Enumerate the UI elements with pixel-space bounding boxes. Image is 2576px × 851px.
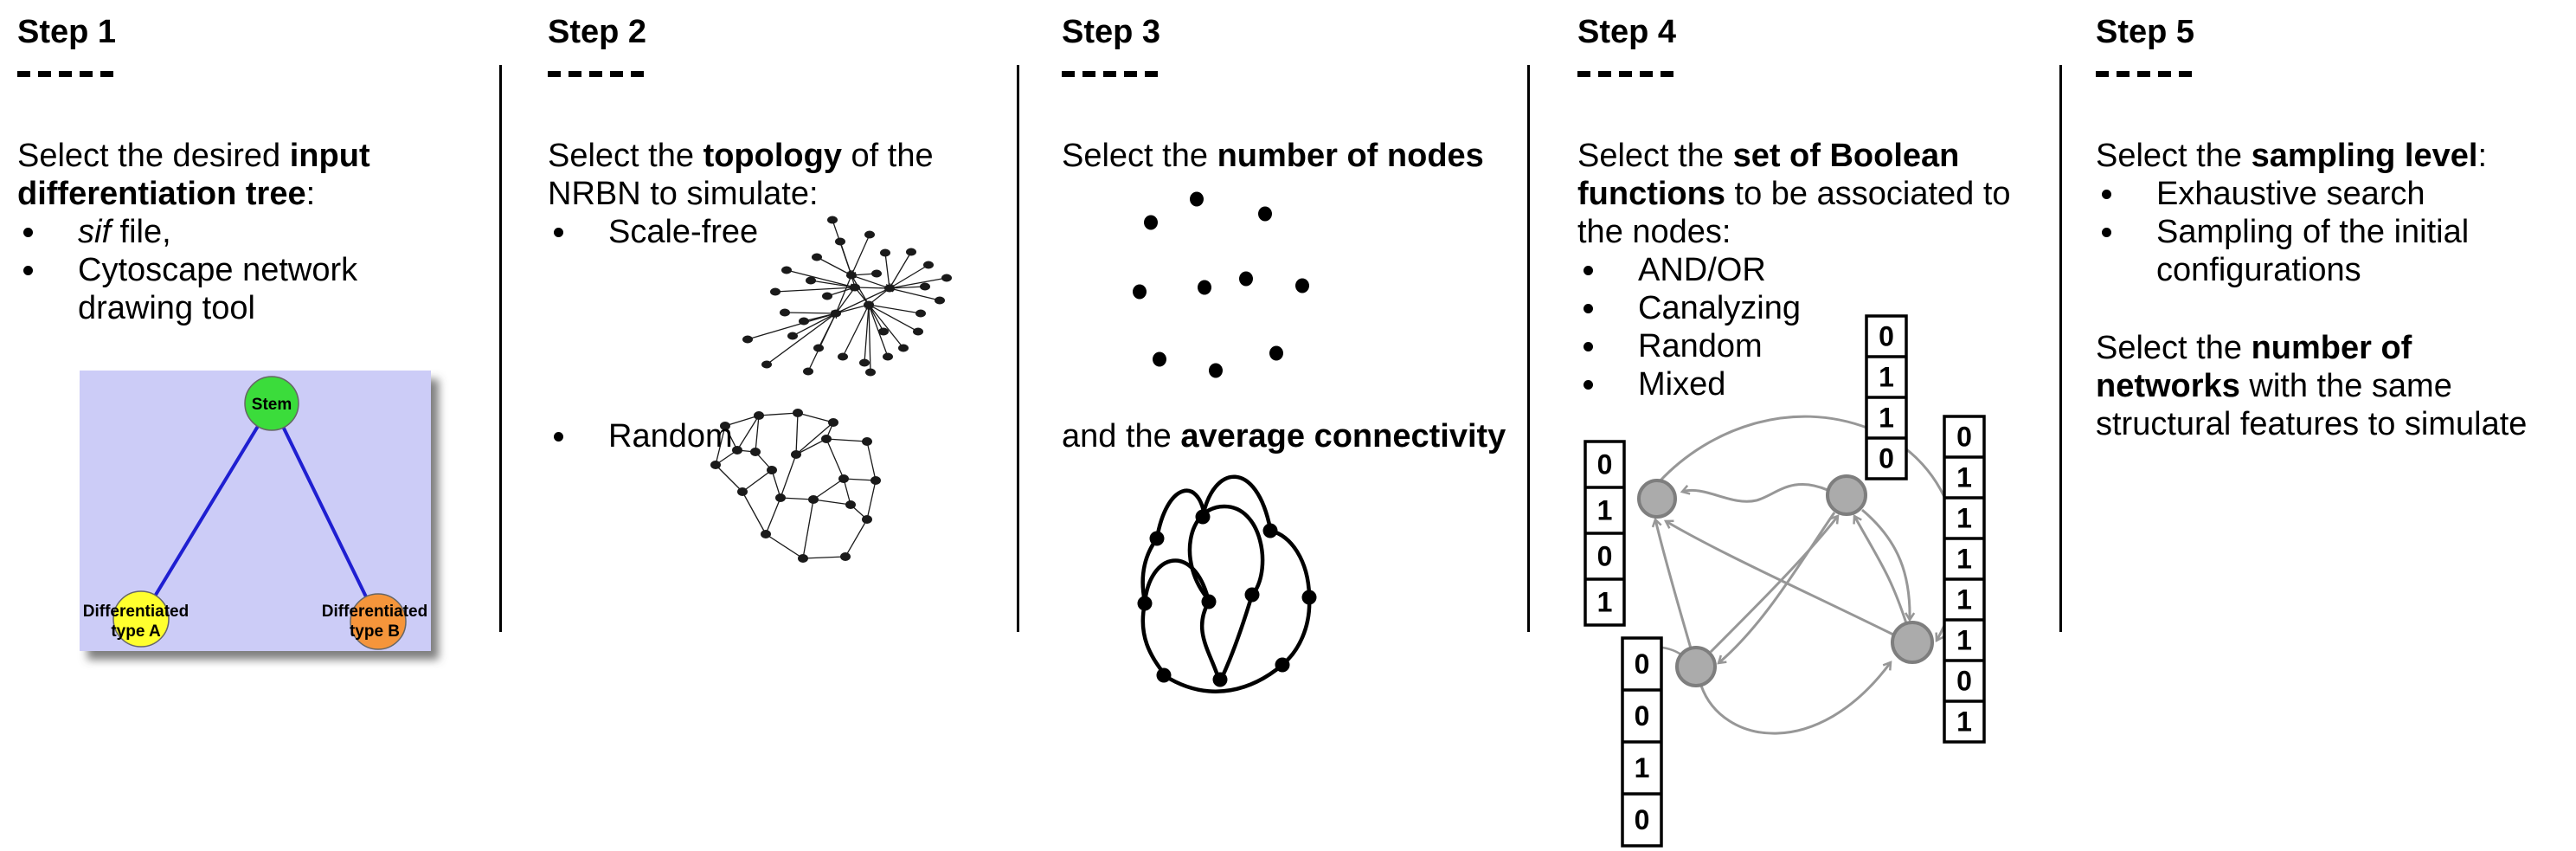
truth-table-cell: 1 xyxy=(1597,587,1613,618)
column-divider-4 xyxy=(2059,65,2062,632)
text-line: drawing tool xyxy=(78,290,255,326)
bullet-item: sif file, xyxy=(17,213,370,251)
step-title: Step 3 xyxy=(1062,14,1161,50)
column-divider-1 xyxy=(499,65,502,632)
truth-table-cell: 1 xyxy=(1956,503,1972,534)
tree-node-label: type B xyxy=(350,622,400,641)
bullet-icon xyxy=(23,266,33,275)
bullet-item: Mixed xyxy=(1577,365,2011,403)
bullet-item: Canalyzing xyxy=(1577,289,2011,327)
bullet-item: AND/OR xyxy=(1577,251,2011,289)
truth-table-cell: 1 xyxy=(1879,362,1894,393)
truth-table-2: 0 1 1 0 xyxy=(1865,314,1908,480)
truth-table-cell: 0 xyxy=(1956,666,1972,697)
text-line: functions to be associated to xyxy=(1577,176,2011,212)
step-title: Step 1 xyxy=(17,14,117,50)
bullet-icon xyxy=(1584,266,1593,275)
boolean-node xyxy=(1891,621,1934,664)
truth-table-cell: 0 xyxy=(1597,541,1613,572)
bullet-icon xyxy=(1584,304,1593,313)
truth-table-cell: 0 xyxy=(1879,321,1894,352)
truth-table-cell: 0 xyxy=(1879,443,1894,474)
bullet-icon xyxy=(554,432,563,442)
text-line: Select the desired input xyxy=(17,138,370,174)
truth-table-cell: 0 xyxy=(1956,422,1972,453)
column-divider-2 xyxy=(1017,65,1019,632)
text-line: Select the number of nodes xyxy=(1062,138,1484,174)
truth-table-cell: 0 xyxy=(1635,700,1650,732)
bullet-item: Sampling of the initial xyxy=(2096,213,2487,251)
truth-table-cell: 0 xyxy=(1635,648,1650,680)
step-title: Step 2 xyxy=(548,14,647,50)
tree-node-label: Stem xyxy=(252,396,292,414)
text-line: Select the set of Boolean xyxy=(1577,138,1960,174)
bullet-icon xyxy=(23,228,33,237)
dashed-line xyxy=(1062,71,1166,77)
truth-table-3: 0 1 1 1 1 1 0 1 xyxy=(1943,415,1986,744)
bullet-icon xyxy=(554,228,563,237)
truth-table-4: 0 0 1 0 xyxy=(1621,636,1663,848)
text-line: configurations xyxy=(2156,252,2361,288)
tree-node-stem xyxy=(244,376,299,431)
bullet-icon xyxy=(1584,342,1593,351)
truth-table-cell: 0 xyxy=(1597,449,1613,480)
nodes-dots-graphic xyxy=(1133,191,1309,378)
scale-free-network-graphic xyxy=(742,216,952,377)
bullet-icon xyxy=(2102,228,2111,237)
bullet-item: Exhaustive search xyxy=(2096,175,2487,213)
text-line: the nodes: xyxy=(1577,214,1731,250)
tree-node-typeB xyxy=(350,593,407,650)
text-line: differentiation tree: xyxy=(17,176,316,212)
truth-table-cell: 1 xyxy=(1956,706,1972,738)
tree-node-label: Differentiated xyxy=(322,603,427,621)
truth-table-1: 0 1 0 1 xyxy=(1584,440,1626,627)
bullet-item: Cytoscape network xyxy=(17,251,370,289)
step-title: Step 4 xyxy=(1577,14,1677,50)
average-connectivity-graphic xyxy=(1137,474,1317,693)
text-line: networks with the same xyxy=(2096,368,2452,404)
bullet-item: Scale-free xyxy=(548,213,934,251)
dashed-line xyxy=(2096,71,2200,77)
truth-table-cell: 1 xyxy=(1635,752,1650,783)
dashed-line xyxy=(548,71,652,77)
text-line: and the average connectivity xyxy=(1062,418,1506,455)
dashed-line xyxy=(1577,71,1681,77)
boolean-node xyxy=(1675,646,1717,687)
bullet-item: Random xyxy=(548,417,733,455)
text-line: Select the sampling level: xyxy=(2096,138,2488,174)
boolean-node xyxy=(1637,479,1677,519)
text-line: Select the number of xyxy=(2096,330,2412,366)
bullet-icon xyxy=(1584,380,1593,390)
truth-table-cell: 1 xyxy=(1879,403,1894,434)
truth-table-cell: 1 xyxy=(1956,625,1972,656)
text-line: structural features to simulate xyxy=(2096,406,2528,442)
truth-table-cell: 1 xyxy=(1956,544,1972,575)
text-line: NRBN to simulate: xyxy=(548,176,819,212)
step-title: Step 5 xyxy=(2096,14,2195,50)
truth-table-cell: 1 xyxy=(1597,495,1613,526)
boolean-node xyxy=(1826,474,1867,516)
truth-table-cell: 0 xyxy=(1635,804,1650,835)
bullet-icon xyxy=(2102,190,2111,199)
truth-table-cell: 1 xyxy=(1956,462,1972,493)
truth-table-cell: 1 xyxy=(1956,584,1972,616)
bullet-item: Random xyxy=(1577,327,2011,365)
tree-node-typeA xyxy=(112,590,170,648)
random-network-graphic xyxy=(710,409,881,563)
tree-node-label: Differentiated xyxy=(83,603,189,621)
column-divider-3 xyxy=(1527,65,1530,632)
dashed-line xyxy=(17,71,121,77)
text-line: Select the topology of the xyxy=(548,138,934,174)
tree-node-label: type A xyxy=(111,622,161,641)
